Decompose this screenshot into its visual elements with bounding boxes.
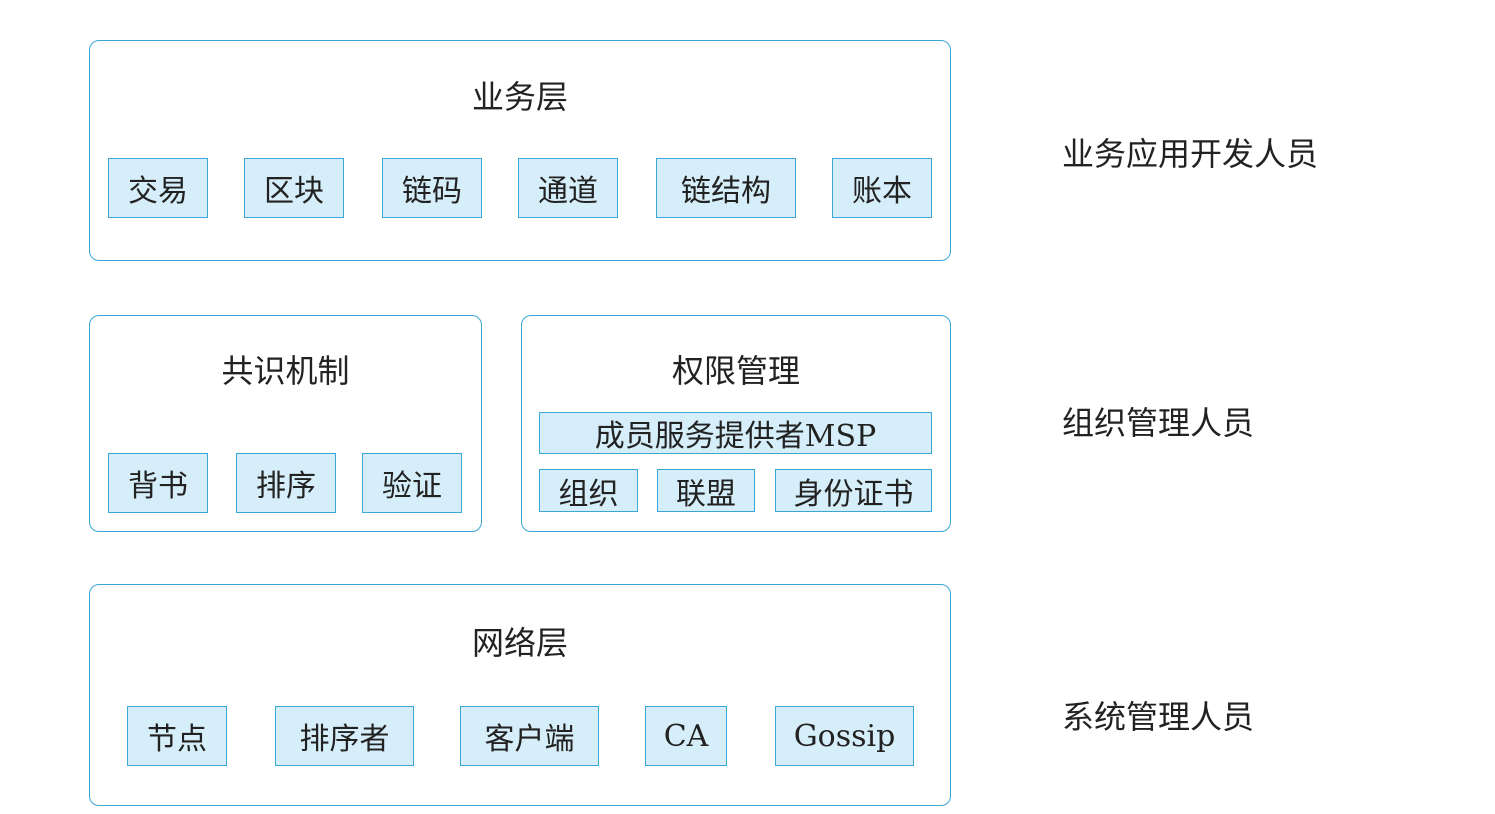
permission-item-identity-cert: 身份证书 <box>775 469 932 512</box>
network-layer-panel: 网络层 节点 排序者 客户端 CA Gossip <box>89 584 951 806</box>
network-item-ca: CA <box>645 706 727 766</box>
network-item-gossip: Gossip <box>775 706 914 766</box>
network-item-node: 节点 <box>127 706 227 766</box>
network-layer-title: 网络层 <box>471 624 568 662</box>
business-item-ledger: 账本 <box>832 158 932 218</box>
permission-msp: 成员服务提供者MSP <box>539 412 932 454</box>
role-organization-admin: 组织管理人员 <box>1062 404 1255 442</box>
business-item-channel: 通道 <box>518 158 618 218</box>
business-layer-title: 业务层 <box>471 78 568 116</box>
permission-panel: 权限管理 成员服务提供者MSP 组织 联盟 身份证书 <box>521 315 951 532</box>
permission-title: 权限管理 <box>671 352 800 390</box>
business-item-chaincode: 链码 <box>382 158 482 218</box>
consensus-panel: 共识机制 背书 排序 验证 <box>89 315 482 532</box>
role-system-admin: 系统管理人员 <box>1062 698 1255 736</box>
consensus-item-endorse: 背书 <box>108 453 208 513</box>
business-item-block: 区块 <box>244 158 344 218</box>
business-item-transaction: 交易 <box>108 158 208 218</box>
consensus-title: 共识机制 <box>221 352 350 390</box>
business-item-chain-structure: 链结构 <box>656 158 796 218</box>
business-layer-panel: 业务层 交易 区块 链码 通道 链结构 账本 <box>89 40 951 261</box>
network-item-orderer: 排序者 <box>275 706 414 766</box>
consensus-item-validate: 验证 <box>362 453 462 513</box>
permission-item-consortium: 联盟 <box>657 469 755 512</box>
permission-item-organization: 组织 <box>539 469 638 512</box>
consensus-item-order: 排序 <box>236 453 336 513</box>
role-business-developer: 业务应用开发人员 <box>1062 135 1319 173</box>
network-item-client: 客户端 <box>460 706 599 766</box>
